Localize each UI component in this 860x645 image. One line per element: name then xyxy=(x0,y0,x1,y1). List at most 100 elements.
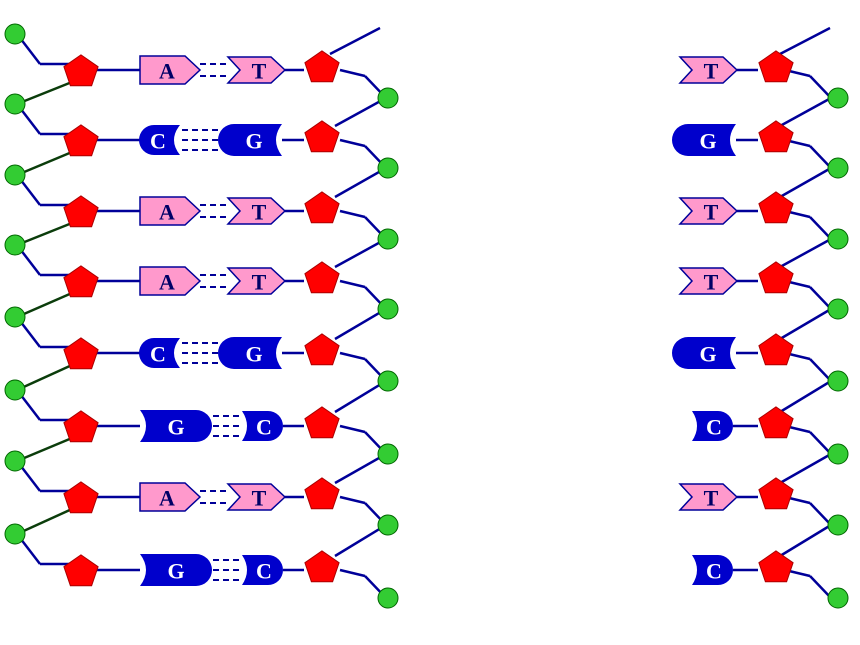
phosphate-circle xyxy=(827,228,849,250)
backbone-bond xyxy=(809,431,832,455)
backbone-bond xyxy=(339,279,366,289)
backbone-diagonal xyxy=(779,523,832,558)
backbone-bond xyxy=(809,145,832,169)
phosphate-circle xyxy=(377,87,399,109)
base-label: A xyxy=(159,486,175,511)
backbone-diagonal xyxy=(334,96,387,128)
sugar-pentagon xyxy=(304,550,340,583)
sugar-pentagon xyxy=(63,54,99,87)
base-thymine xyxy=(226,267,287,295)
phosphate-circle xyxy=(4,306,26,328)
base-label: G xyxy=(167,559,184,584)
backbone-bond xyxy=(339,68,366,78)
base-label: T xyxy=(252,200,267,225)
phosphate-circle xyxy=(377,587,399,609)
base-thymine xyxy=(226,197,287,225)
backbone-diagonal xyxy=(16,80,73,106)
phosphate-circle xyxy=(4,379,26,401)
backbone-diagonal xyxy=(779,237,832,269)
phosphate-circle xyxy=(4,23,26,45)
base-adenine xyxy=(139,482,202,512)
phosphate-circle xyxy=(377,157,399,179)
sugar-pentagon xyxy=(304,120,340,153)
backbone-diagonal xyxy=(779,379,832,414)
base-guanine xyxy=(672,337,736,369)
backbone-bond xyxy=(809,75,832,99)
backbone-bond xyxy=(339,568,366,578)
phosphate-circle xyxy=(4,450,26,472)
base-cytosine xyxy=(242,555,283,585)
base-thymine xyxy=(678,56,739,84)
backbone-diagonal xyxy=(16,363,73,392)
base-label: T xyxy=(252,486,267,511)
base-guanine xyxy=(140,410,212,442)
backbone-diagonal xyxy=(16,221,73,247)
base-cytosine xyxy=(242,411,283,441)
sugar-pentagon xyxy=(758,550,794,583)
base-label: A xyxy=(159,200,175,225)
base-guanine xyxy=(218,337,282,369)
sugar-pentagon xyxy=(758,191,794,224)
base-label: G xyxy=(167,415,184,440)
base-thymine xyxy=(678,197,739,225)
sugar-pentagon xyxy=(758,477,794,510)
sugar-pentagon xyxy=(758,120,794,153)
phosphate-circle xyxy=(4,93,26,115)
base-label: T xyxy=(704,486,719,511)
base-cytosine xyxy=(139,125,180,155)
base-label: C xyxy=(256,415,272,440)
base-label: T xyxy=(704,200,719,225)
phosphate-circle xyxy=(377,370,399,392)
base-label: C xyxy=(256,559,272,584)
backbone-diagonal xyxy=(334,452,387,485)
backbone-bond xyxy=(339,424,366,434)
phosphate-circle xyxy=(827,587,849,609)
base-label: T xyxy=(704,270,719,295)
base-label: T xyxy=(704,59,719,84)
base-label: T xyxy=(252,59,267,84)
backbone-diagonal xyxy=(779,307,832,341)
sugar-pentagon xyxy=(758,261,794,294)
backbone-diagonal xyxy=(334,237,387,269)
base-adenine xyxy=(139,266,202,296)
phosphate-circle xyxy=(827,443,849,465)
sugar-pentagon xyxy=(758,333,794,366)
backbone-diagonal xyxy=(779,166,832,199)
phosphate-circle xyxy=(827,514,849,536)
phosphate-circle xyxy=(4,164,26,186)
sugar-pentagon xyxy=(304,333,340,366)
sugar-pentagon xyxy=(304,50,340,83)
backbone-bond xyxy=(339,351,366,361)
base-adenine xyxy=(139,196,202,226)
base-cytosine xyxy=(139,338,180,368)
backbone-diagonal xyxy=(16,436,73,463)
phosphate-circle xyxy=(377,298,399,320)
base-label: C xyxy=(150,342,166,367)
backbone-diagonal xyxy=(16,507,73,536)
base-label: T xyxy=(252,270,267,295)
base-label: G xyxy=(699,129,716,154)
backbone-diagonal xyxy=(334,523,387,558)
phosphate-circle xyxy=(827,370,849,392)
base-label: G xyxy=(699,342,716,367)
sugar-pentagon xyxy=(63,554,99,587)
phosphate-circle xyxy=(827,157,849,179)
backbone-diagonal xyxy=(16,291,73,319)
backbone-bond xyxy=(339,209,366,219)
phosphate-circle xyxy=(4,523,26,545)
phosphate-circle xyxy=(4,234,26,256)
base-cytosine xyxy=(692,411,733,441)
sugar-pentagon xyxy=(63,410,99,443)
sugar-pentagon xyxy=(63,124,99,157)
base-thymine xyxy=(226,56,287,84)
sugar-pentagon xyxy=(304,191,340,224)
phosphate-circle xyxy=(377,443,399,465)
backbone-diagonal xyxy=(779,452,832,485)
base-guanine xyxy=(218,124,282,156)
base-label: A xyxy=(159,270,175,295)
backbone-bond xyxy=(809,216,832,240)
backbone-bond xyxy=(809,358,832,382)
sugar-pentagon xyxy=(63,265,99,298)
sugar-pentagon xyxy=(304,406,340,439)
